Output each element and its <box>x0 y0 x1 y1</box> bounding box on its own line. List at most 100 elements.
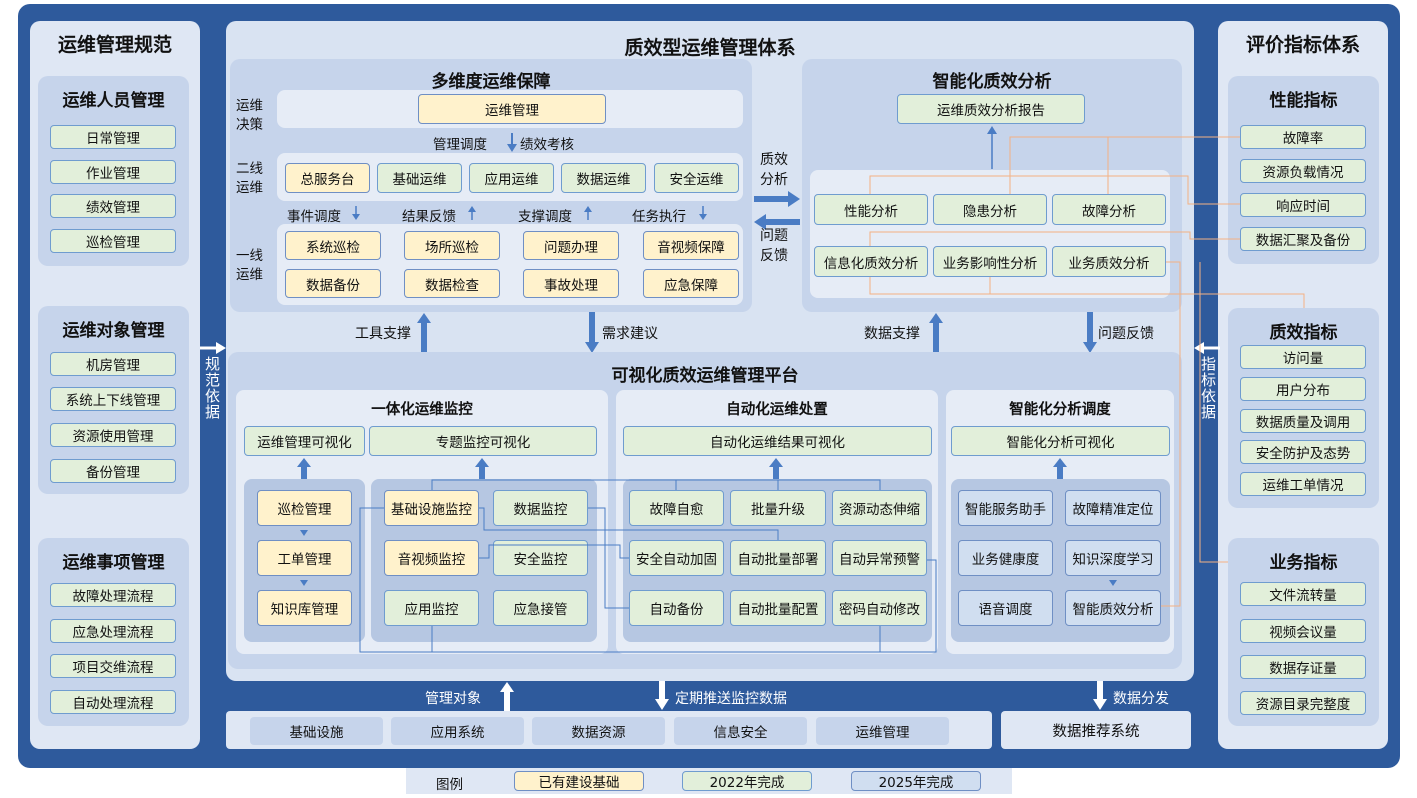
right-item[interactable]: 运维工单情况 <box>1240 472 1366 496</box>
smart-grid-item[interactable]: 智能服务助手 <box>958 490 1053 526</box>
left-item[interactable]: 机房管理 <box>50 352 176 376</box>
auto-grid-item[interactable]: 自动批量部署 <box>730 540 826 576</box>
connector-label: 问题反馈 <box>1098 326 1154 342</box>
auto-grid-item[interactable]: 故障自愈 <box>629 490 724 526</box>
analysis-report[interactable]: 运维质效分析报告 <box>897 94 1085 124</box>
left-item[interactable]: 资源使用管理 <box>50 423 176 447</box>
monitor-grid-item[interactable]: 音视频监控 <box>384 540 479 576</box>
auto-grid-item[interactable]: 安全自动加固 <box>629 540 724 576</box>
analysis-title: 智能化质效分析 <box>932 72 1052 92</box>
auto-grid-item[interactable]: 资源动态伸缩 <box>832 490 927 526</box>
right-item[interactable]: 视频会议量 <box>1240 619 1366 643</box>
left-item[interactable]: 备份管理 <box>50 459 176 483</box>
monitor-left-item[interactable]: 巡检管理 <box>257 490 352 526</box>
bottom-arrow-label: 管理对象 <box>425 691 481 707</box>
monitor-left-item[interactable]: 工单管理 <box>257 540 352 576</box>
right-group-title: 性能指标 <box>1269 91 1338 111</box>
auto-grid-item[interactable]: 密码自动修改 <box>832 590 927 626</box>
arrow-down-icon <box>1109 580 1117 586</box>
arrow-up-icon <box>929 313 943 354</box>
analysis-item[interactable]: 故障分析 <box>1052 194 1166 225</box>
first-line-item[interactable]: 系统巡检 <box>285 231 381 260</box>
arrow-down-icon <box>507 133 517 152</box>
smart-grid-item[interactable]: 业务健康度 <box>958 540 1053 576</box>
right-group-title: 质效指标 <box>1269 323 1338 343</box>
second-line-item[interactable]: 安全运维 <box>654 163 739 193</box>
left-item[interactable]: 日常管理 <box>50 125 176 149</box>
right-item[interactable]: 响应时间 <box>1240 193 1366 217</box>
smart-grid-item[interactable]: 智能质效分析 <box>1065 590 1161 626</box>
recommend-system[interactable]: 数据推荐系统 <box>1001 711 1191 749</box>
smart-grid-item[interactable]: 故障精准定位 <box>1065 490 1161 526</box>
arrow-down-icon <box>655 681 669 710</box>
right-item[interactable]: 文件流转量 <box>1240 582 1366 606</box>
first-line-item[interactable]: 场所巡检 <box>404 231 500 260</box>
first-line-item[interactable]: 数据检查 <box>404 269 500 298</box>
second-line-item[interactable]: 基础运维 <box>377 163 462 193</box>
first-line-item[interactable]: 音视频保障 <box>643 231 739 260</box>
monitor-vis[interactable]: 运维管理可视化 <box>244 426 365 456</box>
second-line-item[interactable]: 应用运维 <box>469 163 554 193</box>
first-line-item[interactable]: 事故处理 <box>523 269 619 298</box>
platform-title: 可视化质效运维管理平台 <box>611 366 799 386</box>
right-item[interactable]: 用户分布 <box>1240 377 1366 401</box>
left-item[interactable]: 系统上下线管理 <box>50 387 176 411</box>
monitor-grid-item[interactable]: 应急接管 <box>493 590 588 626</box>
flow-label: 事件调度 <box>287 209 341 225</box>
bottom-item[interactable]: 信息安全 <box>674 717 807 745</box>
monitor-vis[interactable]: 专题监控可视化 <box>369 426 597 456</box>
left-item[interactable]: 巡检管理 <box>50 229 176 253</box>
monitor-left-item[interactable]: 知识库管理 <box>257 590 352 626</box>
bottom-item[interactable]: 应用系统 <box>391 717 524 745</box>
bottom-item[interactable]: 数据资源 <box>532 717 665 745</box>
monitor-grid-item[interactable]: 基础设施监控 <box>384 490 479 526</box>
auto-grid-item[interactable]: 批量升级 <box>730 490 826 526</box>
smart-grid-item[interactable]: 语音调度 <box>958 590 1053 626</box>
flow-label: 结果反馈 <box>402 209 456 225</box>
auto-grid-item[interactable]: 自动批量配置 <box>730 590 826 626</box>
flow-label: 管理调度 <box>433 137 487 153</box>
monitor-title: 一体化运维监控 <box>371 402 473 418</box>
analysis-item[interactable]: 业务质效分析 <box>1052 246 1166 277</box>
left-item[interactable]: 项目交维流程 <box>50 654 176 678</box>
analysis-item[interactable]: 业务影响性分析 <box>933 246 1047 277</box>
bottom-item[interactable]: 运维管理 <box>816 717 949 745</box>
left-item[interactable]: 故障处理流程 <box>50 583 176 607</box>
right-item[interactable]: 数据质量及调用 <box>1240 409 1366 433</box>
monitor-grid-item[interactable]: 数据监控 <box>493 490 588 526</box>
monitor-grid-item[interactable]: 应用监控 <box>384 590 479 626</box>
monitor-grid-item[interactable]: 安全监控 <box>493 540 588 576</box>
right-item[interactable]: 资源负载情况 <box>1240 159 1366 183</box>
arrow-down-icon <box>300 530 308 536</box>
analysis-item[interactable]: 信息化质效分析 <box>814 246 928 277</box>
analysis-item[interactable]: 隐患分析 <box>933 194 1047 225</box>
analysis-item[interactable]: 性能分析 <box>814 194 928 225</box>
decision-box[interactable]: 运维管理 <box>418 94 606 124</box>
arrow-down-icon <box>585 312 599 353</box>
right-item[interactable]: 数据存证量 <box>1240 655 1366 679</box>
right-item[interactable]: 资源目录完整度 <box>1240 691 1366 715</box>
arrow-up-icon <box>1053 458 1067 479</box>
left-group-title: 运维事项管理 <box>62 553 165 573</box>
auto-grid-item[interactable]: 自动异常预警 <box>832 540 927 576</box>
left-item[interactable]: 应急处理流程 <box>50 619 176 643</box>
right-item[interactable]: 安全防护及态势 <box>1240 440 1366 464</box>
auto-grid-item[interactable]: 自动备份 <box>629 590 724 626</box>
right-item[interactable]: 访问量 <box>1240 345 1366 369</box>
second-line-item[interactable]: 数据运维 <box>561 163 646 193</box>
left-item[interactable]: 绩效管理 <box>50 194 176 218</box>
smart-grid-item[interactable]: 知识深度学习 <box>1065 540 1161 576</box>
right-item[interactable]: 故障率 <box>1240 125 1366 149</box>
guarantee-title: 多维度运维保障 <box>431 72 551 92</box>
arrow-up-icon <box>584 206 592 220</box>
first-line-item[interactable]: 问题办理 <box>523 231 619 260</box>
left-item[interactable]: 作业管理 <box>50 160 176 184</box>
right-item[interactable]: 数据汇聚及备份 <box>1240 227 1366 251</box>
left-item[interactable]: 自动处理流程 <box>50 690 176 714</box>
first-line-item[interactable]: 数据备份 <box>285 269 381 298</box>
auto-vis[interactable]: 自动化运维结果可视化 <box>623 426 932 456</box>
first-line-item[interactable]: 应急保障 <box>643 269 739 298</box>
second-line-item[interactable]: 总服务台 <box>285 163 370 193</box>
bottom-item[interactable]: 基础设施 <box>250 717 383 745</box>
smart-vis[interactable]: 智能化分析可视化 <box>951 426 1170 456</box>
